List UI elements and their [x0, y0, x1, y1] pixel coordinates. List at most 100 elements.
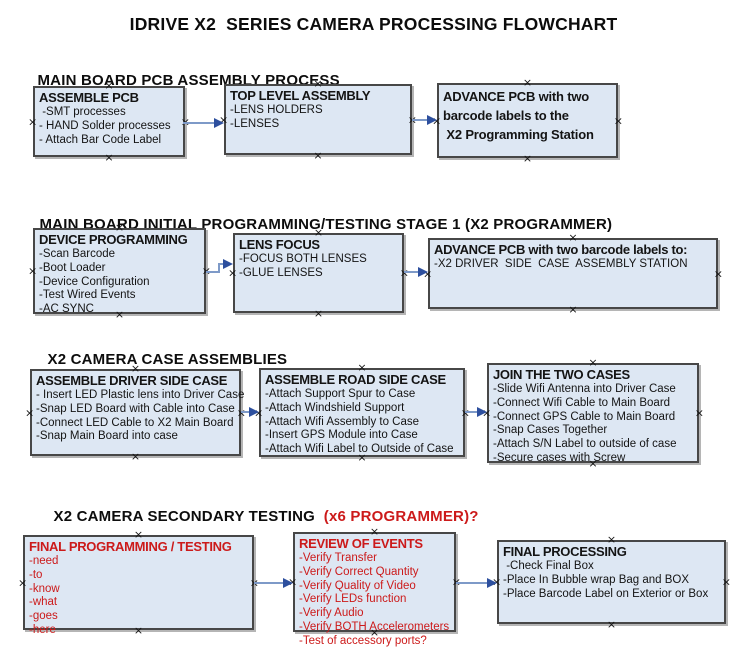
box-line: -LENSES	[230, 117, 280, 130]
box-title: ASSEMBLE DRIVER SIDE CASE	[36, 373, 228, 388]
connector-anchor-icon: ×	[313, 149, 323, 162]
box-line: ADVANCE PCB with two	[443, 89, 589, 104]
box-line: -Test Wired Events	[39, 289, 136, 302]
box-title: JOIN THE TWO CASES	[493, 367, 630, 382]
connector-anchor-icon: ×	[606, 618, 617, 631]
box-line: -Scan Barcode	[39, 248, 116, 260]
box-body: -Verify Transfer-Verify Correct Quantity…	[299, 552, 453, 649]
box-body: -LENS HOLDERS-LENSES	[230, 104, 409, 132]
box-line: -Verify Quality of Video	[299, 579, 416, 592]
connector-anchor-icon: ×	[130, 450, 141, 463]
heading-text-red: (x6 PROGRAMMER)?	[319, 508, 479, 525]
box-line: -Attach S/N Label to outside of case	[493, 438, 677, 451]
box-body: -Check Final Box-Place In Bubble wrap Ba…	[503, 560, 723, 601]
box-title: FINAL PROCESSING	[503, 544, 627, 559]
connector-anchor-icon: ×	[522, 152, 533, 165]
box-body: -Attach Support Spur to Case-Attach Wind…	[265, 388, 462, 457]
box-title: LENS FOCUS	[239, 237, 320, 252]
box-body: ADVANCE PCB with two barcode labels to th…	[443, 87, 615, 144]
section-heading-secondary-testing: X2 CAMERA SECONDARY TESTING (x6 PROGRAMM…	[36, 491, 479, 542]
box-final-processing: FINAL PROCESSING -Check Final Box-Place …	[492, 534, 731, 630]
box-line: -here	[29, 623, 56, 636]
box-line: -Snap Cases Together	[493, 424, 608, 437]
connector-anchor-icon: ×	[18, 576, 28, 589]
box-title: REVIEW OF EVENTS	[299, 536, 423, 551]
box-line: barcode labels to the	[443, 108, 569, 123]
connector-anchor-icon: ×	[104, 151, 114, 164]
connector-anchor-icon: ×	[28, 115, 38, 128]
box-assemble-driver-side-case: ASSEMBLE DRIVER SIDE CASE - Insert LED P…	[25, 363, 246, 462]
box-line: -GLUE LENSES	[239, 266, 323, 279]
connector-anchor-icon: ×	[713, 267, 723, 280]
box-line: -Device Configuration	[39, 275, 150, 288]
box-line: -X2 DRIVER SIDE CASE ASSEMBLY STATION	[434, 258, 688, 270]
box-top-level-assembly: TOP LEVEL ASSEMBLY -LENS HOLDERS-LENSES …	[219, 78, 417, 161]
box-body: -need-to-know-what-goes-here	[29, 555, 251, 638]
box-line: -Verify BOTH Accelerometers	[299, 620, 450, 633]
box-line: -to	[29, 568, 43, 581]
box-body: -Slide Wifi Antenna into Driver Case-Con…	[493, 383, 696, 466]
box-line: -need	[29, 555, 59, 567]
flow-arrow-elbow	[206, 259, 233, 273]
box-line: -what	[29, 596, 58, 609]
box-body: -SMT processes- HAND Solder processes- A…	[39, 106, 182, 147]
box-line: -Attach Support Spur to Case	[265, 388, 416, 400]
connector-anchor-icon: ×	[568, 303, 578, 316]
flow-arrow	[241, 407, 259, 417]
box-line: -Place In Bubble wrap Bag and BOX	[503, 573, 690, 586]
box-line: -SMT processes	[39, 106, 126, 118]
box-line: X2 Programming Station	[443, 127, 594, 142]
page-title: IDRIVE X2 SERIES CAMERA PROCESSING FLOWC…	[129, 14, 618, 34]
box-title: TOP LEVEL ASSEMBLY	[230, 88, 371, 103]
box-line: -Check Final Box	[503, 560, 594, 572]
box-line: -Connect LED Cable to X2 Main Board	[36, 416, 234, 429]
box-line: -FOCUS BOTH LENSES	[239, 253, 367, 265]
box-advance-pcb-to-driver-side-case: ADVANCE PCB with two barcode labels to: …	[423, 232, 723, 315]
box-line: -AC SYNC	[39, 303, 94, 316]
connector-anchor-icon: ×	[357, 361, 367, 374]
box-body: -X2 DRIVER SIDE CASE ASSEMBLY STATION	[434, 258, 715, 272]
box-lens-focus: LENS FOCUS -FOCUS BOTH LENSES-GLUE LENSE…	[228, 227, 409, 319]
connector-anchor-icon: ×	[606, 533, 617, 546]
box-line: -know	[29, 582, 60, 595]
box-line: -goes	[29, 610, 58, 623]
box-line: -Snap LED Board with Cable into Case	[36, 402, 235, 415]
section-heading-case-assemblies: X2 CAMERA CASE ASSEMBLIES	[30, 334, 287, 385]
box-title: ASSEMBLE PCB	[39, 90, 139, 105]
box-line: -Secure cases with Screw	[493, 451, 626, 464]
box-assemble-road-side-case: ASSEMBLE ROAD SIDE CASE -Attach Support …	[254, 362, 470, 463]
box-final-programming-testing: FINAL PROGRAMMING / TESTING -need-to-kno…	[18, 529, 259, 636]
box-title: FINAL PROGRAMMING / TESTING	[29, 539, 232, 554]
flow-arrow	[456, 578, 497, 588]
box-body: -Scan Barcode-Boot Loader-Device Configu…	[39, 248, 203, 317]
box-line: -Verify Audio	[299, 607, 364, 620]
flow-arrow	[183, 118, 224, 128]
box-line: -Connect GPS Cable to Main Board	[493, 410, 676, 423]
connector-anchor-icon: ×	[694, 406, 704, 420]
box-line: -Attach Windshield Support	[265, 401, 405, 414]
box-assemble-pcb: ASSEMBLE PCB -SMT processes- HAND Solder…	[28, 80, 190, 163]
box-body: -FOCUS BOTH LENSES-GLUE LENSES	[239, 253, 401, 281]
box-line: -Place Barcode Label on Exterior or Box	[503, 587, 709, 600]
box-line: -Boot Loader	[39, 261, 106, 274]
box-line: -LENS HOLDERS	[230, 104, 323, 116]
box-line: - HAND Solder processes	[39, 119, 171, 132]
box-join-the-two-cases: JOIN THE TWO CASES -Slide Wifi Antenna i…	[482, 357, 704, 469]
box-line: -Test of accessory ports?	[299, 634, 427, 647]
connector-anchor-icon: ×	[721, 575, 731, 589]
box-title: ASSEMBLE ROAD SIDE CASE	[265, 372, 446, 387]
connector-anchor-icon: ×	[613, 114, 623, 127]
flow-arrow	[254, 578, 293, 588]
box-line: -Verify Transfer	[299, 552, 377, 564]
box-device-programming: DEVICE PROGRAMMING -Scan Barcode-Boot Lo…	[28, 222, 211, 320]
box-line: - Insert LED Plastic lens into Driver Ca…	[36, 389, 245, 401]
box-line: -Slide Wifi Antenna into Driver Case	[493, 383, 676, 395]
connector-anchor-icon: ×	[28, 264, 38, 278]
flow-arrow	[465, 407, 487, 417]
box-line: -Connect Wifi Cable to Main Board	[493, 396, 671, 409]
box-line: -Insert GPS Module into Case	[265, 429, 418, 442]
flow-arrow	[404, 267, 428, 277]
flow-arrow	[412, 115, 437, 125]
box-line: - Attach Bar Code Label	[39, 133, 162, 146]
